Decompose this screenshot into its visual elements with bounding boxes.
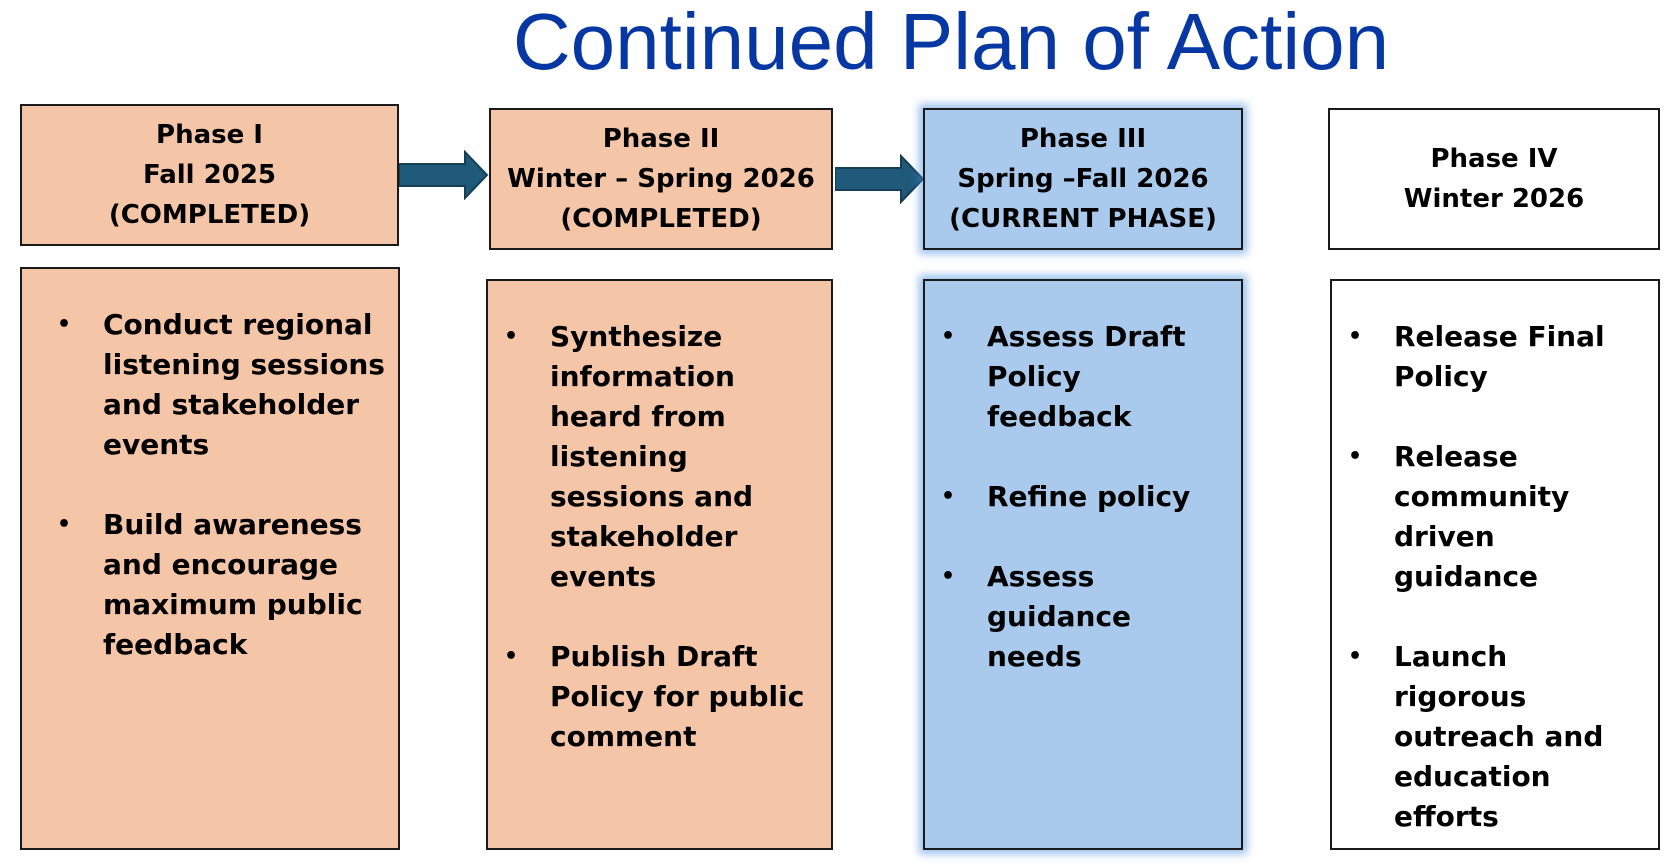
bullet-icon: • <box>1348 644 1363 669</box>
phase-1-list: •Conduct regional listening sessions and… <box>57 305 388 665</box>
bullet-icon: • <box>504 324 519 349</box>
arrow-right-icon <box>835 154 925 204</box>
phase-4-header: Phase IV Winter 2026 <box>1328 108 1660 250</box>
phase-1-name: Phase I <box>156 120 263 150</box>
list-item: •Assess Draft Policy feedback <box>941 317 1231 437</box>
list-item: •Publish Draft Policy for public comment <box>504 637 821 757</box>
phase-4-name: Phase IV <box>1430 144 1558 174</box>
list-item: •Assess guidance needs <box>941 557 1231 677</box>
bullet-icon: • <box>1348 444 1363 469</box>
phase-3-name: Phase III <box>1019 124 1147 154</box>
list-item: •Release community driven guidance <box>1348 437 1648 597</box>
phase-3-list: •Assess Draft Policy feedback •Refine po… <box>941 317 1231 677</box>
phase-2-period: Winter – Spring 2026 <box>507 164 815 194</box>
bullet-icon: • <box>941 484 956 509</box>
phase-1-status: (COMPLETED) <box>108 200 311 230</box>
phase-3-body: •Assess Draft Policy feedback •Refine po… <box>923 279 1243 850</box>
phase-2-status: (COMPLETED) <box>560 204 762 234</box>
phase-2-body: •Synthesize information heard from liste… <box>486 279 833 850</box>
bullet-icon: • <box>504 644 519 669</box>
list-item: •Conduct regional listening sessions and… <box>57 305 388 465</box>
list-item: •Synthesize information heard from liste… <box>504 317 821 597</box>
bullet-icon: • <box>1348 324 1363 349</box>
phase-4-body: •Release Final Policy •Release community… <box>1330 279 1660 850</box>
phase-4-list: •Release Final Policy •Release community… <box>1348 317 1648 837</box>
phase-3-status: (CURRENT PHASE) <box>949 204 1217 234</box>
list-item: •Refine policy <box>941 477 1231 517</box>
phase-2-list: •Synthesize information heard from liste… <box>504 317 821 757</box>
arrow-right-icon <box>399 150 489 200</box>
phase-3-header: Phase III Spring –Fall 2026 (CURRENT PHA… <box>923 108 1243 250</box>
bullet-icon: • <box>57 312 72 337</box>
page-title: Continued Plan of Action <box>512 0 1390 86</box>
list-item: •Release Final Policy <box>1348 317 1648 397</box>
phase-4-period: Winter 2026 <box>1403 184 1585 214</box>
list-item: •Launch rigorous outreach and education … <box>1348 637 1648 837</box>
phase-3-period: Spring –Fall 2026 <box>957 164 1209 194</box>
list-item: •Build awareness and encourage maximum p… <box>57 505 388 665</box>
bullet-icon: • <box>941 564 956 589</box>
bullet-icon: • <box>941 324 956 349</box>
phase-2-header: Phase II Winter – Spring 2026 (COMPLETED… <box>489 108 833 250</box>
phase-1-body: •Conduct regional listening sessions and… <box>20 267 400 850</box>
bullet-icon: • <box>57 512 72 537</box>
phase-2-name: Phase II <box>602 124 720 154</box>
phase-1-period: Fall 2025 <box>142 160 277 190</box>
phase-1-header: Phase I Fall 2025 (COMPLETED) <box>20 104 399 246</box>
